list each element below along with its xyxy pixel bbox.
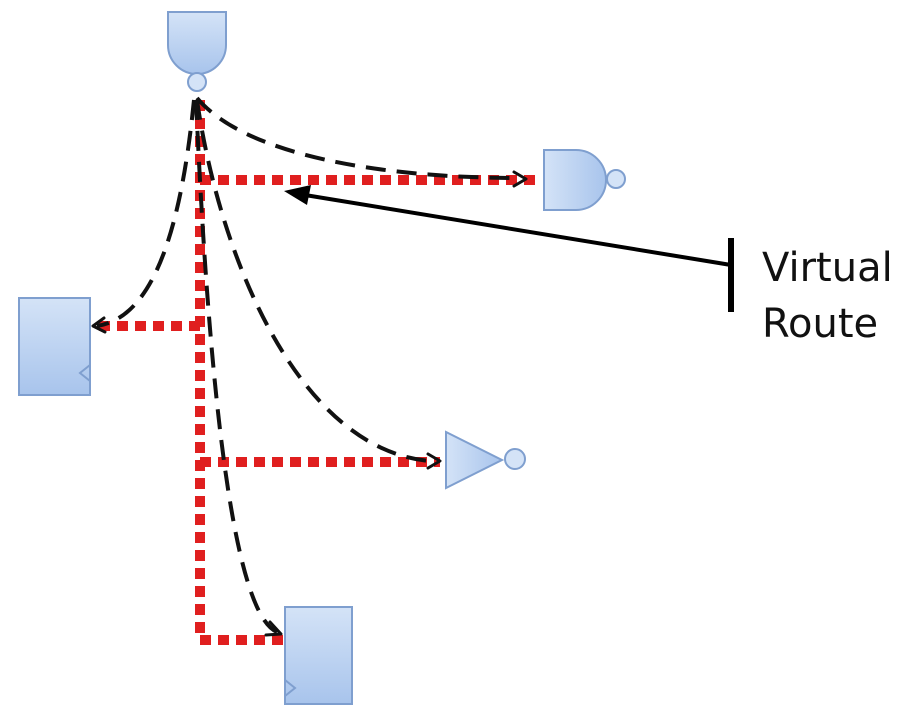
source-nand-bubble — [187, 72, 207, 92]
inverter-bubble — [504, 448, 526, 470]
arrowhead-inverter — [426, 452, 442, 470]
arrowhead-nand — [512, 170, 528, 188]
arrowhead-ff-bottom — [264, 620, 283, 637]
callout-arrowhead — [284, 185, 311, 205]
callout-arrow-shaft — [304, 193, 732, 267]
flip-flop-left — [18, 297, 91, 396]
virtual-route-label-line1: Virtual — [762, 245, 893, 291]
dashed-connection-to-inverter — [195, 99, 431, 463]
dashed-arrowheads — [91, 170, 528, 637]
sink-nand-bubble — [606, 169, 626, 189]
dashed-connections — [96, 96, 521, 634]
dashed-connection-to-ff-left — [96, 99, 196, 328]
dashed-connection-to-nand — [195, 96, 521, 180]
virtual-route-callout — [284, 185, 734, 312]
clock-triangle-icon — [78, 364, 91, 382]
arrowhead-ff-left — [91, 316, 107, 334]
virtual-route — [92, 100, 540, 645]
flip-flop-bottom — [284, 606, 353, 705]
virtual-route-label-line2: Route — [762, 301, 879, 347]
source-nand-gate — [167, 11, 227, 92]
clock-triangle-icon — [284, 679, 297, 697]
dashed-connection-to-ff-bottom — [194, 99, 278, 634]
inverter-gate — [445, 430, 526, 490]
virtual-route-label: Virtual Route — [762, 240, 893, 352]
sink-nand-gate — [543, 149, 626, 211]
